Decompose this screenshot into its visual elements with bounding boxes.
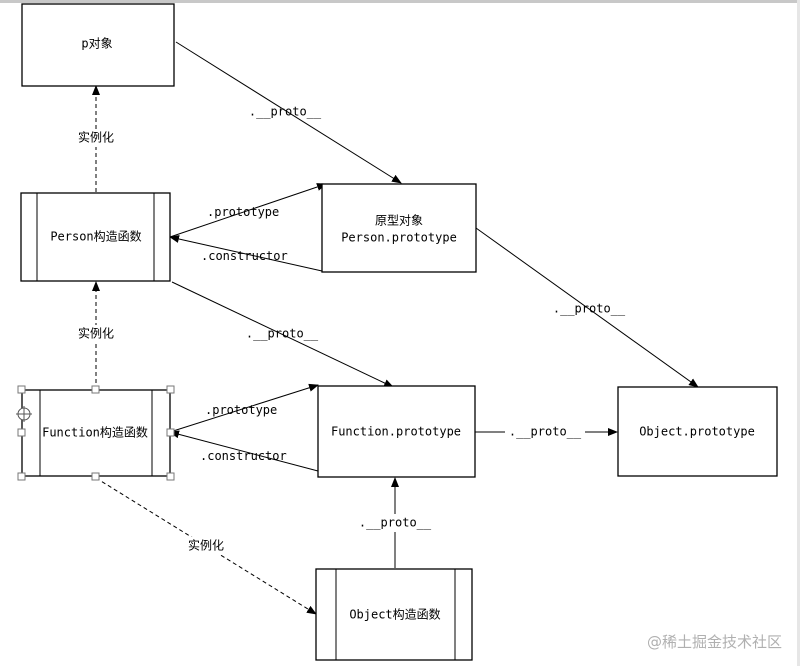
node-object-constructor[interactable]: Object构造函数	[315, 568, 473, 661]
label-person-proto-proto: .__proto__	[553, 302, 626, 316]
resize-handle[interactable]	[166, 472, 175, 481]
label-bg	[505, 424, 585, 440]
watermark: @稀土掘金技术社区	[646, 633, 782, 651]
edge-person-proto-proto	[475, 227, 699, 388]
label-constructor-2: .constructor	[200, 449, 287, 463]
resize-handle[interactable]	[17, 428, 26, 437]
edge-p-proto	[175, 41, 402, 184]
edge-prototype-2	[169, 383, 319, 433]
node-p-object[interactable]: p对象	[21, 3, 175, 87]
node-person-prototype-title: 原型对象	[375, 214, 423, 228]
node-p-object-label: p对象	[81, 37, 112, 51]
label-prototype-2: .prototype	[205, 403, 277, 417]
label-object-ctor-proto: .__proto__	[359, 516, 432, 530]
edge-prototype-1	[169, 183, 327, 238]
label-instantiate-2: 实例化	[78, 326, 114, 341]
node-person-constructor-label: Person构造函数	[50, 229, 141, 244]
label-bg	[70, 325, 122, 343]
node-function-constructor-label: Function构造函数	[42, 425, 148, 440]
label-person-ctor-proto: .__proto__	[246, 327, 319, 341]
node-person-prototype[interactable]: 原型对象 Person.prototype	[321, 183, 477, 273]
node-object-constructor-label: Object构造函数	[349, 607, 440, 622]
label-p-proto: .__proto__	[249, 105, 322, 119]
label-bg	[70, 129, 122, 147]
node-function-constructor[interactable]: Function构造函数	[17, 385, 175, 481]
node-object-prototype[interactable]: Object.prototype	[617, 386, 778, 477]
label-constructor-1: .constructor	[201, 249, 288, 263]
window-right-border	[797, 0, 800, 666]
node-object-prototype-label: Object.prototype	[639, 425, 755, 439]
edge-person-ctor-proto	[171, 281, 394, 388]
edge-constructor-2	[169, 430, 319, 472]
move-cursor-icon	[16, 406, 32, 422]
resize-handle[interactable]	[166, 385, 175, 394]
resize-handle[interactable]	[91, 385, 100, 394]
resize-handle[interactable]	[166, 428, 175, 437]
node-person-constructor[interactable]: Person构造函数	[20, 192, 171, 282]
label-function-proto-proto: .__proto__	[509, 425, 582, 439]
node-person-prototype-name: Person.prototype	[341, 231, 457, 245]
label-bg	[180, 537, 232, 555]
label-instantiate-1: 实例化	[78, 130, 114, 145]
resize-handle[interactable]	[17, 385, 26, 394]
label-bg	[352, 514, 438, 532]
window-top-border	[0, 0, 800, 3]
edge-constructor-1	[169, 235, 323, 272]
node-function-prototype[interactable]: Function.prototype	[317, 385, 476, 478]
resize-handle[interactable]	[17, 472, 26, 481]
label-prototype-1: .prototype	[207, 205, 279, 219]
node-function-prototype-label: Function.prototype	[331, 425, 461, 439]
label-instantiate-3: 实例化	[188, 538, 224, 553]
resize-handle[interactable]	[91, 472, 100, 481]
